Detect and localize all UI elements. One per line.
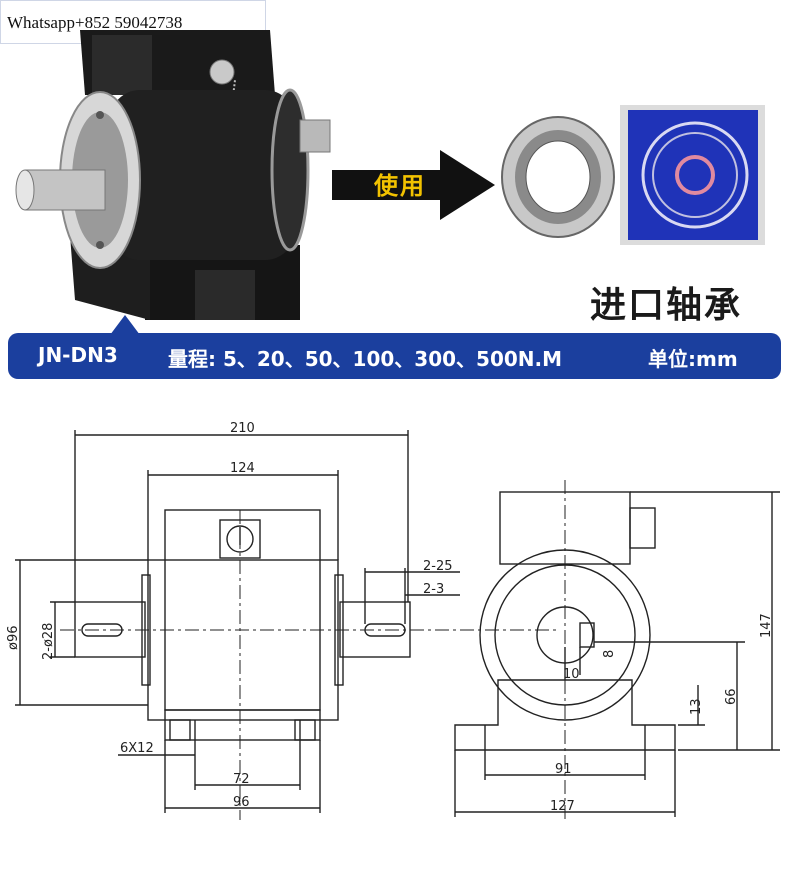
dim-keyway-width: 2-3 — [423, 582, 444, 597]
connector-cap — [209, 59, 235, 85]
front-right-shaft — [339, 601, 411, 658]
dim-side-base-width: 127 — [550, 799, 575, 814]
dim-body-length: 124 — [230, 461, 255, 476]
product-photo — [15, 30, 765, 335]
model-name: JN-DN3 — [38, 343, 118, 367]
dim-bolt-holes: 6X12 — [120, 741, 154, 756]
dim-side-hole-spacing: 91 — [555, 762, 572, 777]
unit-label: 单位:mm — [648, 347, 738, 371]
dim-key-height: 8 — [602, 650, 617, 658]
right-shaft — [299, 119, 331, 153]
dimension-drawing: 210 124 2-25 2-3 ø96 2-ø28 6X12 72 96 14… — [6, 421, 780, 820]
use-arrow — [332, 150, 495, 220]
spec-banner: JN-DN3 量程: 5、20、50、100、300、500N.M 单位:mm — [8, 333, 781, 379]
side-base — [454, 679, 676, 751]
dim-base-thickness: 13 — [689, 698, 704, 715]
front-body — [147, 559, 339, 721]
use-label: 使用 — [374, 172, 426, 200]
dim-outer-diameter: ø96 — [6, 626, 21, 651]
sensor-body — [110, 90, 295, 260]
dim-shaft-diameter: 2-ø28 — [41, 623, 56, 660]
measure-range: 量程: 5、20、50、100、300、500N.M — [168, 347, 563, 371]
dim-base-length: 96 — [233, 795, 250, 810]
dim-center-height: 66 — [724, 688, 739, 705]
left-shaft — [24, 169, 106, 211]
bearing-title: 进口轴承 — [590, 285, 743, 326]
dim-keyway-depth: 2-25 — [423, 559, 453, 574]
dim-side-height: 147 — [759, 613, 774, 638]
dim-key-width: 10 — [563, 667, 580, 682]
dim-overall-length: 210 — [230, 421, 255, 436]
dim-base-hole-spacing: 72 — [233, 772, 250, 787]
side-top-housing — [499, 491, 631, 565]
